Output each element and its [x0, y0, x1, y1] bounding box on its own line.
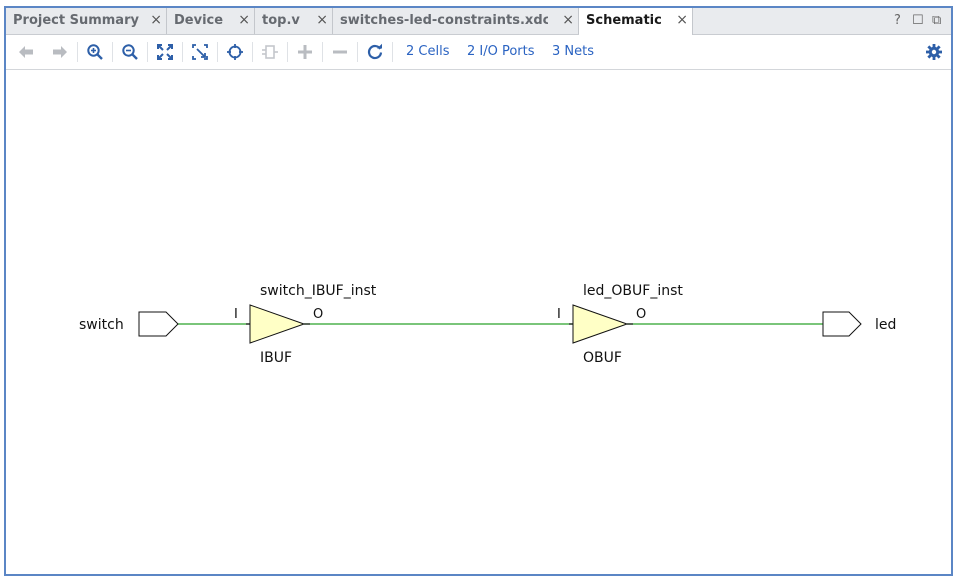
- obuf-type-label: OBUF: [583, 350, 622, 366]
- schematic-canvas[interactable]: switch switch_IBUF_inst I O IBUF led_OBU…: [6, 70, 951, 574]
- close-icon[interactable]: ×: [238, 12, 250, 28]
- zoom-fit-icon[interactable]: [156, 43, 174, 61]
- output-port-label: led: [875, 317, 896, 333]
- schematic-window: Project Summary × Device × top.v × switc…: [4, 6, 953, 576]
- nets-count-link[interactable]: 3 Nets: [552, 44, 594, 59]
- close-icon[interactable]: ×: [316, 12, 328, 28]
- toolbar-separator: [112, 42, 113, 62]
- zoom-in-icon[interactable]: [86, 43, 104, 61]
- toolbar-separator: [77, 42, 78, 62]
- zoom-area-icon[interactable]: [191, 43, 209, 61]
- input-port-symbol[interactable]: [138, 311, 179, 337]
- tab-label: switches-led-constraints.xdc: [340, 13, 548, 28]
- ibuf-instance-name: switch_IBUF_inst: [260, 283, 377, 299]
- toolbar-separator: [357, 42, 358, 62]
- toolbar-separator: [182, 42, 183, 62]
- tab-bar: Project Summary × Device × top.v × switc…: [6, 8, 951, 35]
- minus-icon[interactable]: [331, 43, 349, 61]
- close-icon[interactable]: ×: [150, 12, 162, 28]
- tab-top-v[interactable]: top.v ×: [255, 8, 333, 34]
- crosshair-icon[interactable]: [226, 43, 244, 61]
- tab-label: Device: [174, 13, 224, 28]
- refresh-icon[interactable]: [366, 43, 384, 61]
- cells-count-link[interactable]: 2 Cells: [406, 44, 450, 59]
- obuf-instance-name: led_OBUF_inst: [583, 283, 683, 299]
- input-port-label: switch: [79, 317, 124, 333]
- toolbar-separator: [217, 42, 218, 62]
- expand-cell-icon[interactable]: [261, 43, 279, 61]
- tab-label: Schematic: [586, 13, 662, 28]
- toolbar-separator: [147, 42, 148, 62]
- ibuf-type-label: IBUF: [260, 350, 292, 366]
- ibuf-pin-o-label: O: [313, 307, 323, 322]
- plus-icon[interactable]: [296, 43, 314, 61]
- io-ports-count-link[interactable]: 2 I/O Ports: [467, 44, 535, 59]
- ibuf-pin-i-label: I: [234, 307, 238, 322]
- tab-schematic[interactable]: Schematic ×: [579, 8, 693, 35]
- toolbar: 2 Cells 2 I/O Ports 3 Nets: [6, 35, 951, 70]
- float-window-icon[interactable]: ⧉: [932, 13, 942, 28]
- tab-label: top.v: [262, 13, 300, 28]
- obuf-pin-i-label: I: [557, 307, 561, 322]
- tab-project-summary[interactable]: Project Summary ×: [6, 8, 167, 34]
- toolbar-separator: [287, 42, 288, 62]
- toolbar-separator: [252, 42, 253, 62]
- schematic-diagram: switch switch_IBUF_inst I O IBUF led_OBU…: [79, 283, 896, 366]
- ibuf-cell[interactable]: [249, 304, 306, 344]
- obuf-cell[interactable]: [572, 304, 629, 344]
- close-icon[interactable]: ×: [562, 12, 574, 28]
- zoom-out-icon[interactable]: [121, 43, 139, 61]
- toolbar-separator: [322, 42, 323, 62]
- help-icon[interactable]: ?: [894, 13, 901, 28]
- obuf-pin-o-label: O: [636, 307, 646, 322]
- forward-arrow-icon[interactable]: [51, 43, 69, 61]
- close-icon[interactable]: ×: [676, 12, 688, 28]
- tab-label: Project Summary: [13, 13, 139, 28]
- back-arrow-icon[interactable]: [17, 43, 35, 61]
- tab-device[interactable]: Device ×: [167, 8, 255, 34]
- toolbar-separator: [392, 42, 393, 62]
- tab-constraints-xdc[interactable]: switches-led-constraints.xdc ×: [333, 8, 579, 34]
- gear-icon[interactable]: [925, 43, 943, 61]
- output-port-symbol[interactable]: [822, 311, 862, 337]
- maximize-icon[interactable]: ☐: [912, 13, 924, 28]
